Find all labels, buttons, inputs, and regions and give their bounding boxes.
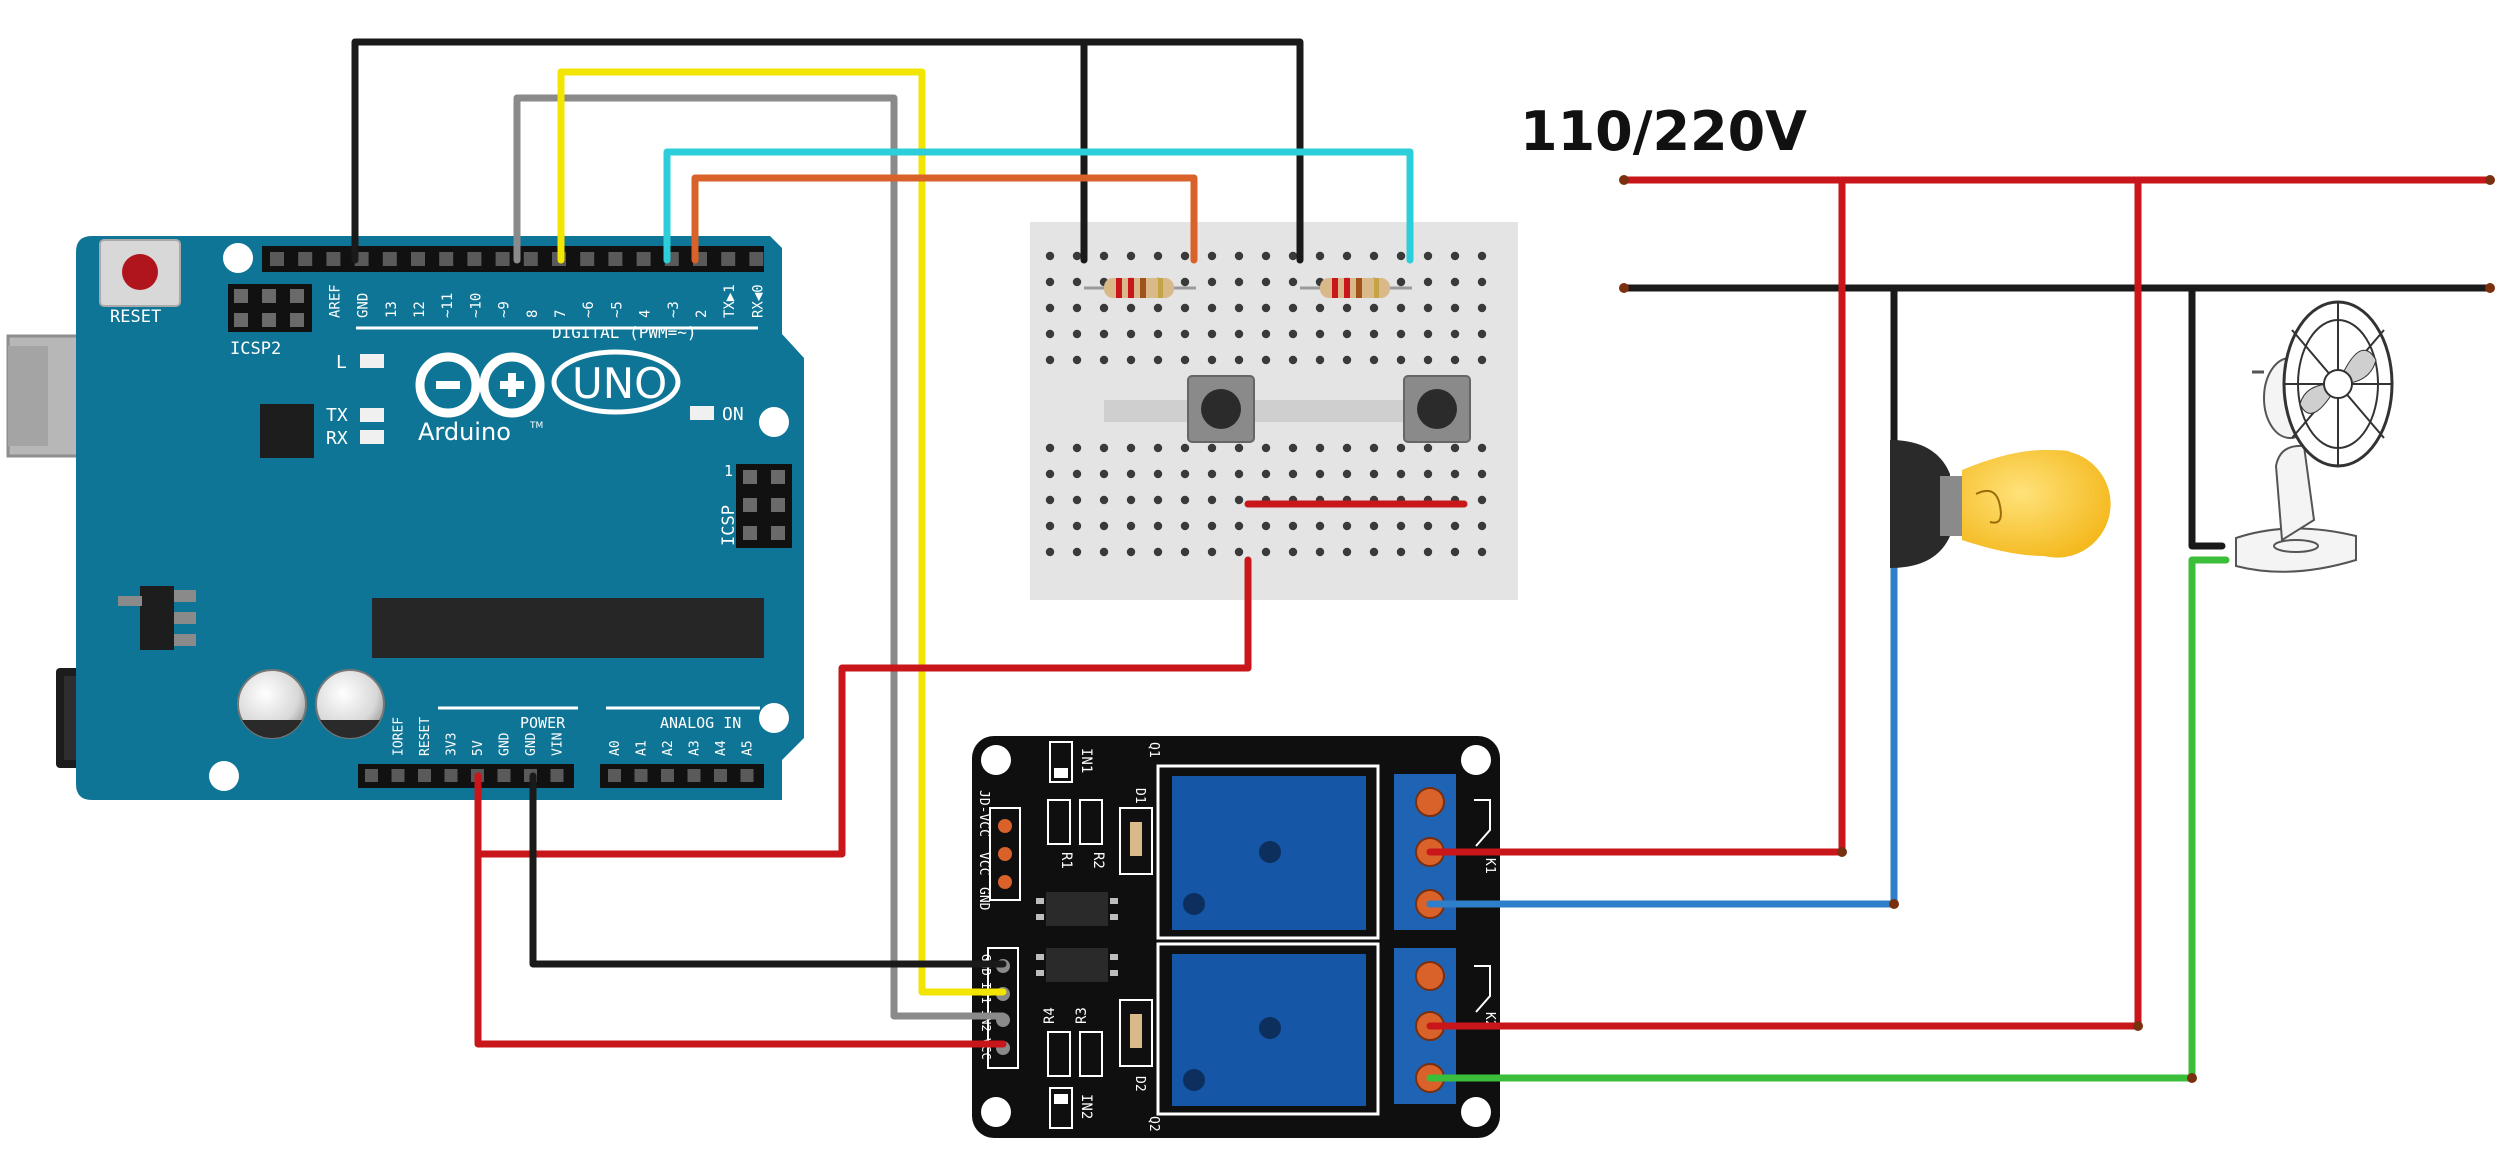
relay-k2 xyxy=(1156,942,1380,1116)
digital-pin-label: 12 xyxy=(412,301,428,318)
capacitors xyxy=(237,669,385,739)
digital-pin-label: ~5 xyxy=(609,301,625,318)
digital-header-label: DIGITAL (PWM=~) xyxy=(552,323,697,342)
d2-label: D2 xyxy=(1132,1076,1147,1092)
digital-pin-label: 8 xyxy=(525,310,541,318)
breadboard xyxy=(1030,222,1518,600)
icsp-pin1-label: 1 xyxy=(724,462,733,480)
analog-pin-label: A5 xyxy=(741,740,756,756)
digital-pin-label: ~6 xyxy=(581,301,597,318)
r4-label: R4 xyxy=(1042,1007,1058,1024)
power-pin-label: 3V3 xyxy=(445,733,460,756)
bulb-icon xyxy=(1890,440,2111,568)
led-l-label: L xyxy=(336,352,347,373)
digital-pin-label: ~9 xyxy=(497,301,513,318)
arduino-tm: TM xyxy=(529,421,543,431)
digital-pin-label: 7 xyxy=(553,310,569,318)
digital-pin-label: 13 xyxy=(384,301,400,318)
power-pin-label: GND xyxy=(524,732,539,756)
analog-pin-label: A4 xyxy=(714,740,729,756)
relay-jd-label: VCC xyxy=(976,852,991,875)
r2-label: R2 xyxy=(1090,852,1106,869)
digital-pin-label: 2 xyxy=(694,310,710,318)
digital-pin-label: ~11 xyxy=(440,293,456,318)
power-pin-label: VIN xyxy=(551,733,566,756)
power-pin-label: IOREF xyxy=(392,717,407,756)
in2-label: IN2 xyxy=(1078,1094,1094,1119)
led-on-label: ON xyxy=(722,404,744,425)
led-rx-label: RX xyxy=(326,428,348,449)
power-pin-label: 5V xyxy=(471,740,486,756)
resistor-2 xyxy=(1300,278,1412,298)
q1-label: Q1 xyxy=(1146,742,1161,758)
q2-label: Q2 xyxy=(1146,1116,1161,1132)
wire-pin3-cyan xyxy=(663,148,1414,264)
relay-k1 xyxy=(1156,764,1380,940)
uno-model-label: UNO xyxy=(572,359,667,408)
fan-icon xyxy=(2235,300,2394,573)
wire-endpoints xyxy=(1619,175,2495,1083)
analog-header xyxy=(600,764,764,788)
arduino-brand: Arduino xyxy=(418,418,511,446)
wire-fan-green xyxy=(1426,556,2230,1082)
analog-header-label: ANALOG IN xyxy=(660,714,741,732)
r3-label: R3 xyxy=(1074,1007,1090,1024)
digital-pin-label: TX▶1 xyxy=(722,284,738,318)
led-tx-label: TX xyxy=(326,405,348,426)
digital-pin-label: ~10 xyxy=(468,293,484,318)
icsp2-header xyxy=(228,284,312,332)
usb-chip xyxy=(260,404,314,458)
wire-fan-neutral-black xyxy=(2188,284,2226,550)
power-pin-label: GND xyxy=(498,732,513,756)
relay-jd-label: JD-VCC xyxy=(976,790,991,837)
status-leds xyxy=(360,354,714,444)
arduino-logo xyxy=(415,352,545,418)
d1-label: D1 xyxy=(1132,788,1147,804)
digital-pin-label: AREF xyxy=(327,284,343,318)
power-header-label: POWER xyxy=(520,714,566,732)
optocoupler-2 xyxy=(1046,948,1108,982)
analog-pin-label: A1 xyxy=(635,740,650,756)
reset-button[interactable] xyxy=(99,239,181,307)
icsp-label: ICSP xyxy=(719,505,739,546)
wire-5v-red xyxy=(474,772,1007,1048)
power-pin-label: RESET xyxy=(418,717,433,756)
icsp2-label: ICSP2 xyxy=(230,339,281,359)
resistor-1 xyxy=(1084,278,1196,298)
analog-pin-label: A2 xyxy=(661,740,676,756)
icsp-header xyxy=(736,464,792,548)
power-header xyxy=(358,764,574,788)
push-button-1[interactable] xyxy=(1187,375,1255,443)
optocoupler-1 xyxy=(1046,892,1108,926)
analog-pin-label: A3 xyxy=(688,740,703,756)
board-body xyxy=(76,236,804,800)
wire-pin2-orange xyxy=(691,174,1198,264)
voltage-regulator xyxy=(118,586,196,650)
k1-label: K1 xyxy=(1482,858,1497,874)
atmega-chip xyxy=(372,598,764,658)
push-button-2[interactable] xyxy=(1403,375,1471,443)
wire-gnd-relay-black xyxy=(529,772,1007,968)
voltage-label: 110/220V xyxy=(1520,100,1807,163)
reset-label: RESET xyxy=(110,307,161,327)
digital-pin-label: RX◀0 xyxy=(750,284,766,318)
digital-header xyxy=(262,246,764,272)
relay-jd-label: GND xyxy=(976,887,991,911)
wire-pin8-gray xyxy=(513,94,1007,1020)
digital-pin-label: ~3 xyxy=(666,301,682,318)
digital-pin-label: 4 xyxy=(638,310,654,318)
digital-pin-label: GND xyxy=(356,293,372,318)
analog-pin-label: A0 xyxy=(608,740,623,756)
wire-pin7-yellow xyxy=(557,68,1007,996)
r1-label: R1 xyxy=(1058,852,1074,869)
wire-mains-k2-red xyxy=(1426,176,2142,1030)
in1-label: IN1 xyxy=(1078,748,1094,773)
